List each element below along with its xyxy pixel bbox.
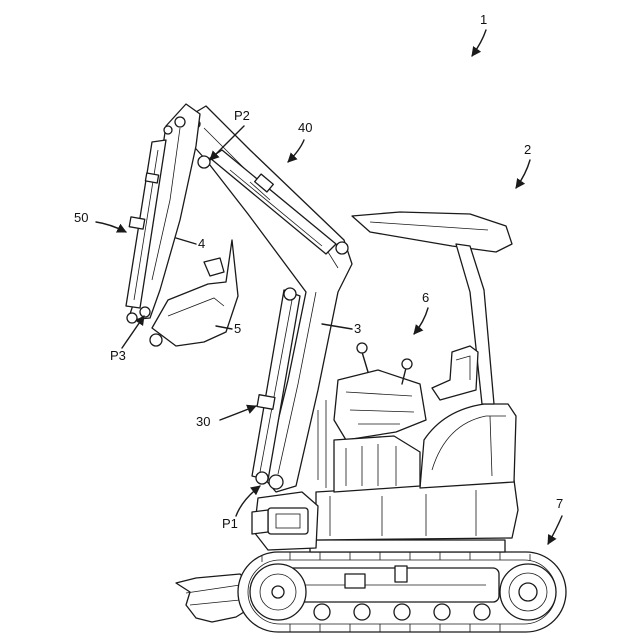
engine-hood <box>420 404 516 488</box>
label-pivot-p2: P2 <box>234 108 250 123</box>
label-undercarriage: 7 <box>556 496 563 511</box>
label-pivot-p3: P3 <box>110 348 126 363</box>
label-cab: 6 <box>422 290 429 305</box>
label-bucket: 5 <box>234 321 241 336</box>
undercarriage <box>176 552 566 632</box>
label-upper-body: 2 <box>524 142 531 157</box>
label-boom-cylinder: 30 <box>196 414 210 429</box>
canopy-roof <box>352 212 512 252</box>
control-lever <box>362 352 368 372</box>
operator-seat <box>432 346 478 400</box>
label-bucket-cylinder: 50 <box>74 210 88 225</box>
label-arm-cylinder: 40 <box>298 120 312 135</box>
label-machine: 1 <box>480 12 487 27</box>
label-arm: 4 <box>198 236 205 251</box>
label-pivot-p1: P1 <box>222 516 238 531</box>
label-boom: 3 <box>354 321 361 336</box>
